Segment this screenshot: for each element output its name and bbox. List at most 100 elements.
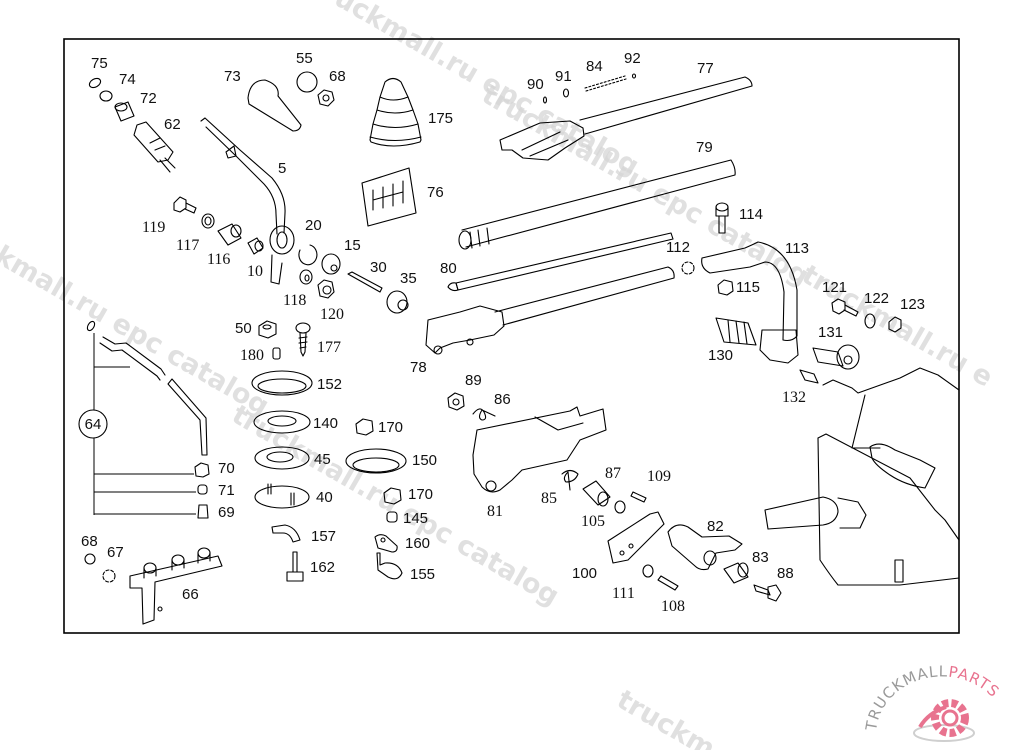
part-111-washer[interactable] [642,564,654,578]
callout-140: 140 [313,415,338,432]
part-85-spring[interactable] [561,469,579,491]
callout-55: 55 [296,50,313,67]
part-70-nut[interactable] [194,462,210,478]
part-80-rod[interactable] [447,232,674,292]
part-109-pin[interactable] [630,491,647,503]
part-76-shift-pattern-plate[interactable] [361,167,417,227]
part-82-selector-lever[interactable] [667,524,743,571]
callout-162: 162 [310,559,335,576]
part-64-rod-assembly[interactable]: 64 [78,320,208,515]
part-71-bushing[interactable] [197,484,208,495]
part-92-ball[interactable] [631,73,637,79]
part-88-bolt[interactable] [753,584,782,602]
part-20-snap-ring[interactable] [298,244,318,266]
part-79-shift-tube[interactable] [458,159,736,250]
part-87-sleeve[interactable] [582,480,611,507]
part-145-spacer[interactable] [386,511,398,523]
part-62-switch[interactable] [133,121,176,173]
callout-88: 88 [777,565,794,582]
part-84-spring[interactable] [584,75,627,92]
part-114-bolt[interactable] [715,202,729,234]
part-152-boot-ring[interactable] [251,370,313,396]
part-150-seal-ring[interactable] [345,448,407,474]
brand-logo: TRUCKMALLPARTS [862,662,1003,742]
watermark-text: truckm [612,684,721,750]
part-157-bracket[interactable] [271,524,301,543]
part-73-shift-knob[interactable] [247,79,302,132]
part-113-bent-lever[interactable] [701,241,799,364]
watermark-text: truckmall.ru epc catalog [0,209,274,422]
part-50-nut[interactable] [258,320,277,339]
part-119-bolt[interactable] [173,196,197,214]
part-75-insert[interactable] [88,77,102,90]
part-100-shift-finger[interactable] [607,511,665,564]
part-78-shift-rod-lever[interactable] [425,266,675,355]
part-120-nut[interactable] [317,279,335,299]
part-140-plate[interactable] [253,410,311,434]
callout-77: 77 [697,60,714,77]
callout-92: 92 [624,50,641,67]
part-162-bolt[interactable] [286,551,304,582]
part-30-pin[interactable] [347,271,383,293]
part-155-bracket[interactable] [376,552,403,580]
part-40-base-plate[interactable] [254,483,310,509]
part-122-lockwasher[interactable] [864,313,876,329]
part-72-bushing[interactable] [114,101,135,122]
callout-72: 72 [140,90,157,107]
callout-79: 79 [696,139,713,156]
part-67-lockwasher[interactable] [102,569,116,583]
part-112-lockwasher[interactable] [681,261,695,275]
part-170-nut-lower[interactable] [383,487,402,505]
callout-78: 78 [410,359,427,376]
part-69-cap[interactable] [197,504,209,519]
part-115-nut[interactable] [717,279,734,296]
part-180-clip[interactable] [272,347,281,360]
part-131-joint[interactable] [812,344,860,370]
callout-121: 121 [822,279,847,296]
callout-20: 20 [305,217,322,234]
part-66-bracket[interactable] [129,547,223,625]
group-callout-64: 64 [85,416,102,433]
callout-115: 115 [736,279,760,296]
part-68-nut-small[interactable] [84,553,96,565]
part-89-nut[interactable] [447,392,465,411]
part-121-bolt[interactable] [831,298,859,317]
callout-69: 69 [218,504,235,521]
part-81-bracket[interactable] [472,406,607,493]
callout-62: 62 [164,116,181,133]
part-83-sleeve[interactable] [723,562,749,584]
brand-name: TRUCKMALLPARTS [862,662,1003,732]
callout-5: 5 [278,160,286,177]
part-177-screw[interactable] [295,322,311,357]
callout-74: 74 [119,71,136,88]
part-55-ball[interactable] [296,71,318,93]
part-170-nut-upper[interactable] [355,418,374,436]
callout-45: 45 [314,451,331,468]
callout-67: 67 [107,544,124,561]
part-123-nut[interactable] [888,316,902,333]
part-116-bushing[interactable] [217,223,242,246]
part-10-pivot-sleeve[interactable] [247,237,264,255]
callout-90: 90 [527,76,544,93]
callout-152: 152 [317,376,342,393]
part-5-shift-lever[interactable] [200,117,295,285]
part-45-gasket[interactable] [254,446,310,470]
part-160-bracket[interactable] [374,534,398,553]
part-105-washer[interactable] [614,500,626,514]
callout-177: 177 [317,339,341,356]
part-15-bushing[interactable] [321,253,341,275]
part-175-boot[interactable] [369,77,422,147]
callout-66: 66 [182,586,199,603]
part-130-boot[interactable] [715,317,757,346]
part-35-bushing[interactable] [386,290,409,314]
part-86-spring[interactable] [472,408,496,421]
part-117-washer[interactable] [201,213,215,229]
part-74-cap[interactable] [99,90,113,102]
part-77-shift-rod[interactable] [499,76,753,161]
part-118-bushing[interactable] [299,269,313,285]
part-108-pin[interactable] [657,575,679,591]
part-90-pin[interactable] [542,96,548,104]
part-91-ring[interactable] [562,88,570,98]
part-132-bolt[interactable] [799,369,819,384]
part-68-nut[interactable] [317,89,335,107]
